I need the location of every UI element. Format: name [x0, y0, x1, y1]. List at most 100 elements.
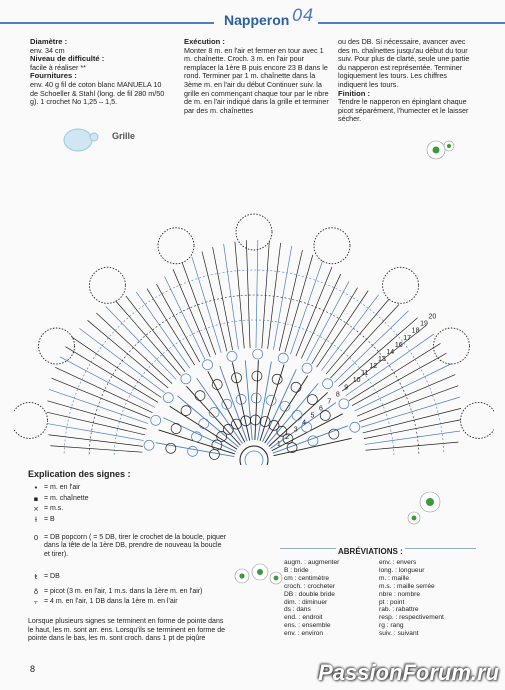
row-number: 4: [302, 420, 306, 427]
title-rule-left: [0, 22, 214, 24]
center-ring: [239, 445, 269, 465]
stitch-ray: [50, 445, 143, 453]
stitch-ray: [348, 343, 441, 401]
chain-loop: [170, 423, 182, 434]
abbreviation-item: resp. : respectivement: [379, 614, 444, 622]
legend: Explication des signes : • = m. en l'air…: [28, 469, 228, 644]
chain-loop: [301, 362, 313, 374]
legend-row: • = m. en l'air: [28, 484, 228, 492]
stitch-ray: [169, 405, 238, 450]
handwritten-number: 04: [292, 6, 314, 26]
picot-icon: ♁: [33, 587, 39, 596]
chain-loop: [231, 372, 242, 384]
stitch-ray: [255, 240, 259, 349]
chain-loop: [252, 348, 264, 360]
stitch-ray: [48, 434, 143, 447]
picot-arch: [38, 327, 75, 365]
stitch-ray: [356, 374, 456, 417]
row-number: 5: [311, 413, 315, 420]
chain-loop: [322, 378, 333, 390]
stitch-ray: [334, 310, 409, 383]
chain-loop: [291, 410, 303, 421]
row-number: 10: [353, 377, 361, 384]
page-number: 8: [30, 664, 36, 674]
stitch-ray: [254, 360, 259, 441]
stitch-ray: [87, 320, 169, 389]
row-number: 1: [277, 441, 281, 448]
row-number: 6: [319, 406, 323, 413]
chain-loop: [165, 442, 177, 454]
legend-row: × = m.s.: [28, 505, 228, 513]
stitch-ray: [362, 408, 462, 434]
chain-loop: [328, 428, 340, 440]
chain-loop: [319, 410, 331, 421]
air-chain-icon: •: [33, 484, 39, 493]
stitch-ray: [55, 366, 153, 413]
stitch-ray: [47, 400, 147, 430]
stitch-ray: [181, 262, 217, 355]
execution-label: Exécution :: [184, 37, 225, 46]
stitch-ray: [186, 385, 241, 446]
stitch-rays: [46, 240, 462, 457]
legend-row: ƚ = B: [28, 516, 228, 524]
stitch-ray: [361, 396, 461, 428]
stitch-ray: [196, 377, 243, 444]
abbreviation-item: ens. : ensemble: [284, 622, 331, 630]
legend-row: ▪ = m. chaînette: [28, 495, 228, 503]
row-number: 18: [412, 328, 420, 335]
picot-arch: [313, 227, 351, 265]
stitch-ray: [268, 392, 329, 447]
stitch-ray: [164, 276, 206, 360]
stitch-ray: [351, 353, 447, 407]
chain-loop: [349, 421, 361, 433]
stitch-ray: [338, 317, 418, 387]
daisy-decoration: [426, 140, 455, 160]
chain-loop: [259, 416, 271, 427]
abbreviation-item: pt : point: [379, 598, 405, 606]
abbreviation-item: suiv. : suivant: [379, 630, 419, 638]
row-number: 13: [378, 356, 386, 363]
row-number: 19: [420, 321, 428, 328]
row-number: 3: [294, 427, 298, 434]
stitch-ray: [65, 346, 159, 403]
abbreviation-item: B : bride: [284, 566, 309, 574]
chain-loop: [251, 370, 263, 382]
abbreviation-item: m. : maille: [379, 574, 410, 582]
chain-loop: [290, 381, 302, 393]
stitch-ray: [96, 312, 173, 384]
stitch-ray: [201, 251, 228, 352]
chain-loop: [286, 442, 298, 453]
legend-note: Lorsque plusieurs signes se terminent en…: [28, 618, 226, 643]
stitch-ray: [261, 240, 270, 349]
abbreviation-item: rab. : rabattre: [379, 606, 419, 614]
stitch-ray: [257, 361, 272, 441]
picot-arch: [433, 327, 470, 365]
stitch-ray: [234, 241, 245, 349]
finition-column: ou des DB. Si nécessaire, avancer avec d…: [338, 37, 478, 124]
abbreviation-item: cm : centimètre: [284, 574, 330, 582]
execution-column: Exécution : Monter 8 m. en l'air et ferm…: [184, 37, 332, 115]
legend-text: = m. en l'air: [44, 484, 81, 492]
abbreviation-item: long. : longueur: [379, 566, 425, 574]
chain-loop: [226, 350, 238, 362]
niveau-label: Niveau de difficulté :: [30, 54, 105, 64]
stitch-ray: [223, 243, 239, 350]
turtle-watermark-decoration: [63, 128, 99, 152]
legend-row: ŧ = DB: [28, 573, 228, 581]
row-number: 12: [370, 363, 378, 370]
abbreviation-item: ds : dans: [284, 606, 311, 614]
chain-loop: [216, 431, 227, 442]
legend-row: 0 = DB popcorn ( = 5 DB, tirer le croche…: [28, 534, 228, 559]
chain-loop: [279, 400, 291, 412]
stitch-ray: [46, 411, 145, 436]
stitch-ray: [359, 385, 459, 423]
row-number: 7: [327, 398, 331, 405]
abbreviation-item: rg : rang: [379, 622, 404, 630]
stitch-ray: [273, 245, 293, 350]
chain-loop: [271, 373, 283, 385]
picot-arch: [382, 266, 420, 304]
page-title: Napperon: [224, 12, 290, 28]
